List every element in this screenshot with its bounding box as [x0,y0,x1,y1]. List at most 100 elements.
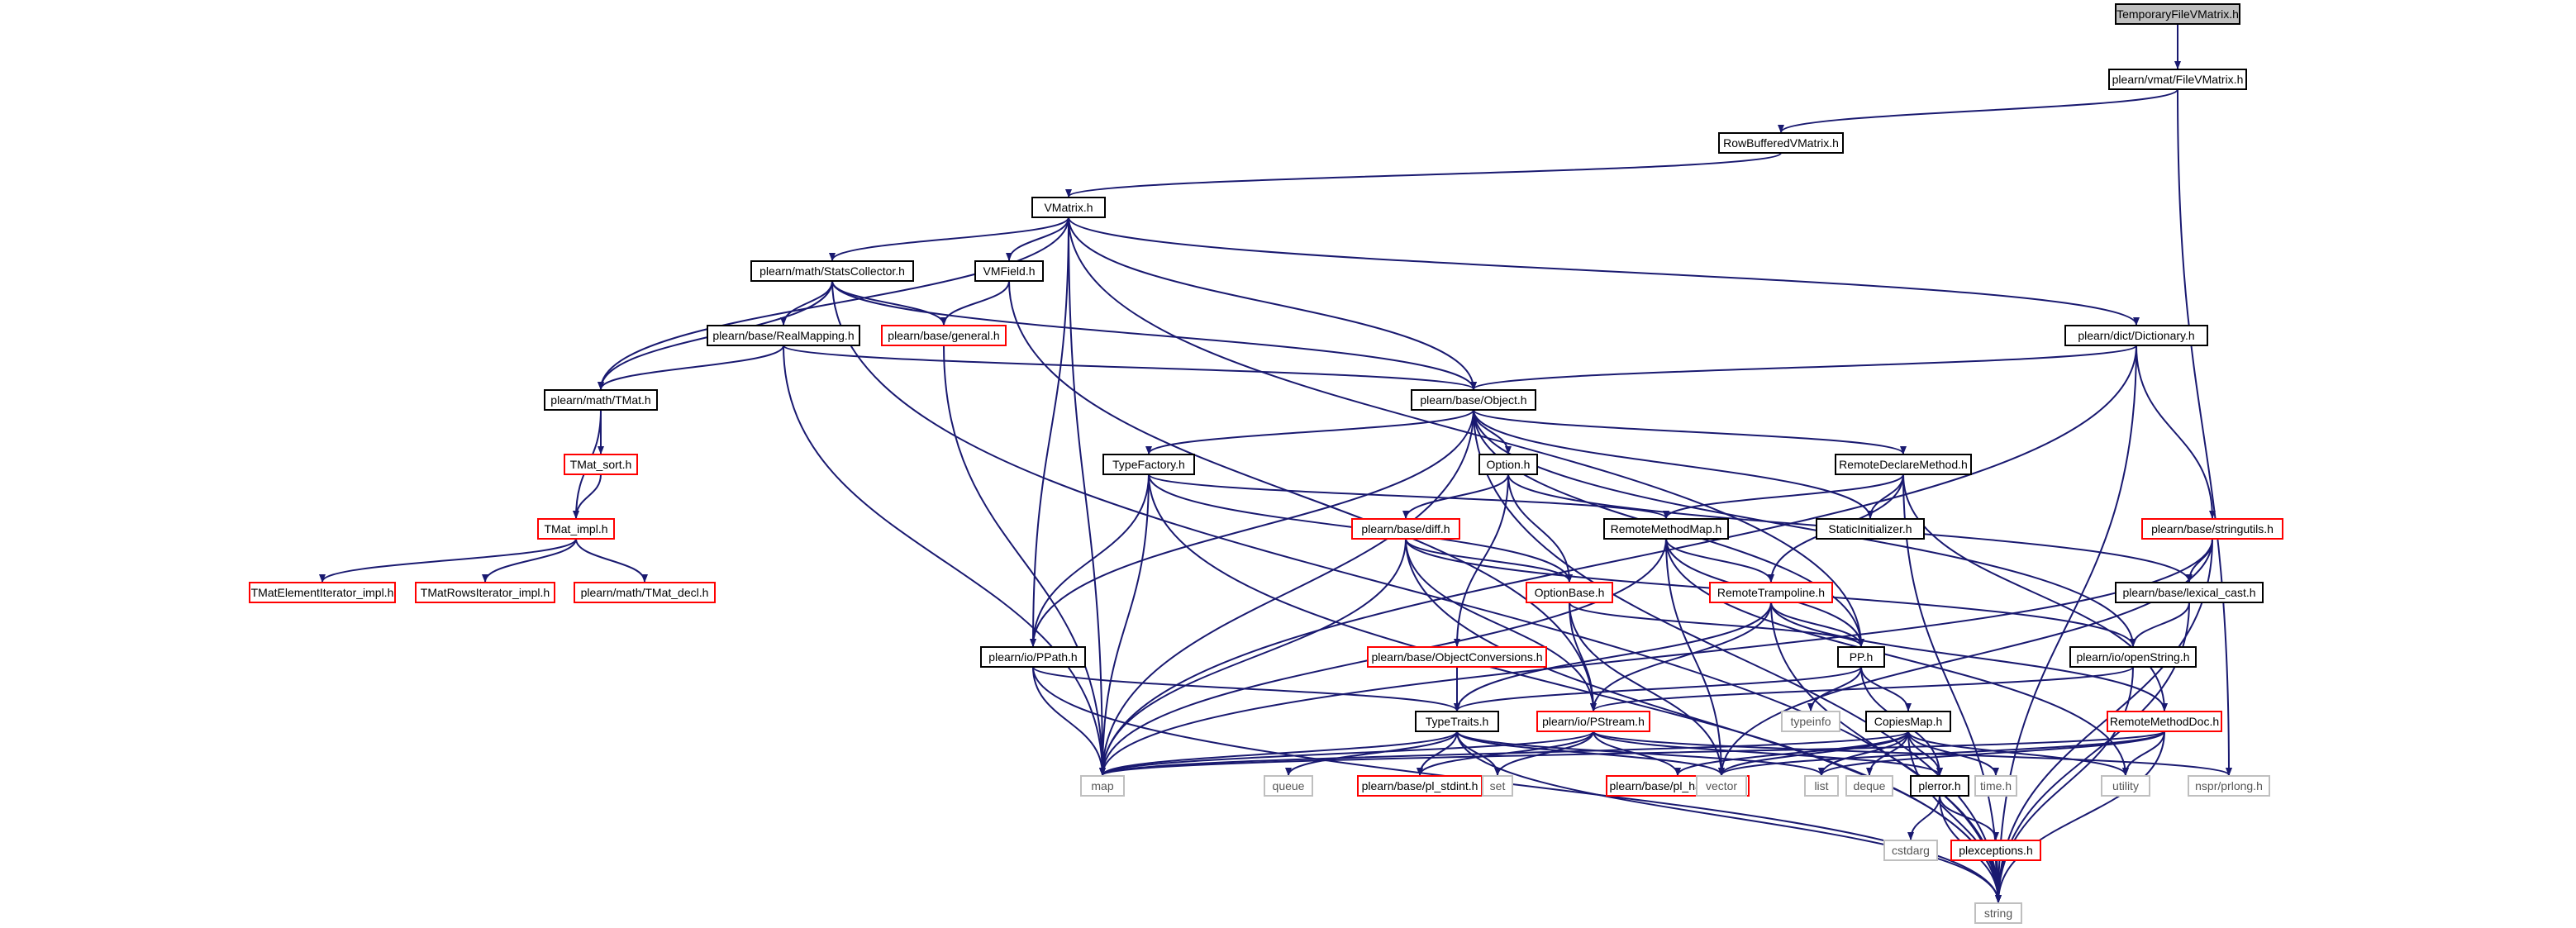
node-pp[interactable]: PP.h [1837,646,1885,668]
node-box [564,454,638,475]
edge-object-to-remotedeclaremethod [1473,409,1907,454]
edge-pstream-to-plerror [1593,731,1943,776]
node-label: plexceptions.h [1959,844,2033,857]
node-label: TMatRowsIterator_impl.h [421,586,550,599]
node-realmapping[interactable]: plearn/base/RealMapping.h [707,325,860,346]
node-pstream[interactable]: plearn/io/PStream.h [1536,711,1650,732]
node-plexceptions[interactable]: plexceptions.h [1950,840,2041,861]
node-object[interactable]: plearn/base/Object.h [1411,389,1536,411]
edge-typetraits-to-string [1456,731,2002,903]
node-ppath[interactable]: plearn/io/PPath.h [980,646,1086,668]
node-box [1865,711,1951,732]
node-stringutils[interactable]: plearn/base/stringutils.h [2141,518,2283,540]
edge-vmatrix-to-ppath [1030,217,1069,647]
edge-diff-to-optionbase [1405,538,1573,583]
node-remotetrampoline[interactable]: RemoteTrampoline.h [1709,582,1833,603]
node-box [1816,518,1925,540]
node-box [1367,646,1547,668]
edge-typetraits-to-map [1099,731,1458,776]
node-vmfield[interactable]: VMField.h [974,260,1044,282]
node-box [1603,518,1729,540]
node-label: RemoteMethodDoc.h [2110,715,2219,728]
node-temporaryfilevmatrix[interactable]: TemporaryFileVMatrix.h [2115,3,2240,25]
node-filevmatrix[interactable]: plearn/vmat/FileVMatrix.h [2108,69,2247,90]
edge-tmat-impl-to-tmatrowsiterator [482,538,577,583]
node-map: map [1080,775,1125,797]
node-label: plearn/base/lexical_cast.h [2122,586,2255,599]
node-typefactory[interactable]: TypeFactory.h [1102,454,1195,475]
node-optionbase[interactable]: OptionBase.h [1526,582,1613,603]
node-deque: deque [1845,775,1893,797]
node-box [1696,775,1747,797]
edge-typetraits-to-vector [1456,731,1725,776]
node-label: plerror.h [1918,779,1960,792]
node-objectconversions[interactable]: plearn/base/ObjectConversions.h [1367,646,1547,668]
edge-rowbufferedvmatrix-to-vmatrix [1065,152,1782,197]
edge-remotetrampoline-to-remotemethoddoc [1770,602,2168,711]
node-remotemethoddoc[interactable]: RemoteMethodDoc.h [2107,711,2222,732]
node-staticinitializer[interactable]: StaticInitializer.h [1816,518,1925,540]
node-box [980,646,1086,668]
node-label: PP.h [1850,650,1874,664]
edge-copiesmap-to-pl-hash-fun [1674,731,1909,776]
edge-vmatrix-to-object [1068,217,1477,390]
node-label: TMat_sort.h [570,458,632,471]
node-label: TMatElementIterator_impl.h [251,586,394,599]
node-label: TypeTraits.h [1426,715,1489,728]
edge-diff-to-pstream [1405,538,1597,711]
node-box [1482,775,1513,797]
node-statscollector[interactable]: plearn/math/StatsCollector.h [750,260,914,282]
node-string: string [1974,902,2022,924]
node-label: plearn/base/general.h [888,329,999,342]
node-plerror[interactable]: plerror.h [1910,775,1969,797]
edge-typetraits-to-queue [1285,731,1458,776]
node-label: plearn/base/ObjectConversions.h [1371,650,1542,664]
edge-copiesmap-to-string [1907,731,2002,903]
node-remotedeclaremethod[interactable]: RemoteDeclareMethod.h [1835,454,1972,475]
node-box [1709,582,1833,603]
node-tmat-impl[interactable]: TMat_impl.h [537,518,615,540]
edge-pp-to-copiesmap [1860,666,1912,711]
edge-remotedeclaremethod-to-remotemethodmap [1663,474,1904,519]
node-dictionary[interactable]: plearn/dict/Dictionary.h [2064,325,2208,346]
edge-plexceptions-to-string [1994,859,2002,903]
node-box [1781,711,1840,732]
node-label: plearn/vmat/FileVMatrix.h [2112,73,2244,86]
node-box [1536,711,1650,732]
node-tmatrowsiterator[interactable]: TMatRowsIterator_impl.h [415,582,555,603]
node-box [1102,454,1195,475]
node-vmatrix[interactable]: VMatrix.h [1031,197,1106,218]
node-label: TypeFactory.h [1112,458,1185,471]
node-tmat[interactable]: plearn/math/TMat.h [544,389,658,411]
edge-dictionary-to-stringutils [2136,345,2216,519]
node-label: typeinfo [1790,715,1831,728]
node-tmat-sort[interactable]: TMat_sort.h [564,454,638,475]
node-diff[interactable]: plearn/base/diff.h [1351,518,1460,540]
edge-object-to-typefactory [1145,409,1474,454]
node-label: deque [1854,779,1886,792]
node-vector: vector [1696,775,1747,797]
node-tmatelementiterator[interactable]: TMatElementIterator_impl.h [249,582,396,603]
node-label: RemoteDeclareMethod.h [1839,458,1968,471]
edge-pstream-to-map [1099,731,1594,776]
node-tmat-decl[interactable]: plearn/math/TMat_decl.h [574,582,716,603]
node-box [249,582,396,603]
edge-realmapping-to-tmat [598,345,784,390]
node-box [2115,582,2264,603]
node-general[interactable]: plearn/base/general.h [881,325,1007,346]
node-typetraits[interactable]: TypeTraits.h [1415,711,1499,732]
node-box [2108,69,2247,90]
node-copiesmap[interactable]: CopiesMap.h [1865,711,1951,732]
node-box [2069,646,2197,668]
edge-vmatrix-to-pp [1068,217,1864,647]
node-option[interactable]: Option.h [1478,454,1538,475]
node-lexical-cast[interactable]: plearn/base/lexical_cast.h [2115,582,2264,603]
node-rowbufferedvmatrix[interactable]: RowBufferedVMatrix.h [1718,132,1844,154]
node-label: set [1490,779,1506,792]
node-pl-stdint[interactable]: plearn/base/pl_stdint.h [1357,775,1483,797]
edge-pp-to-typetraits [1454,666,1862,711]
edge-object-to-staticinitializer [1473,409,1874,519]
node-openstring[interactable]: plearn/io/openString.h [2069,646,2197,668]
node-remotemethodmap[interactable]: RemoteMethodMap.h [1603,518,1729,540]
